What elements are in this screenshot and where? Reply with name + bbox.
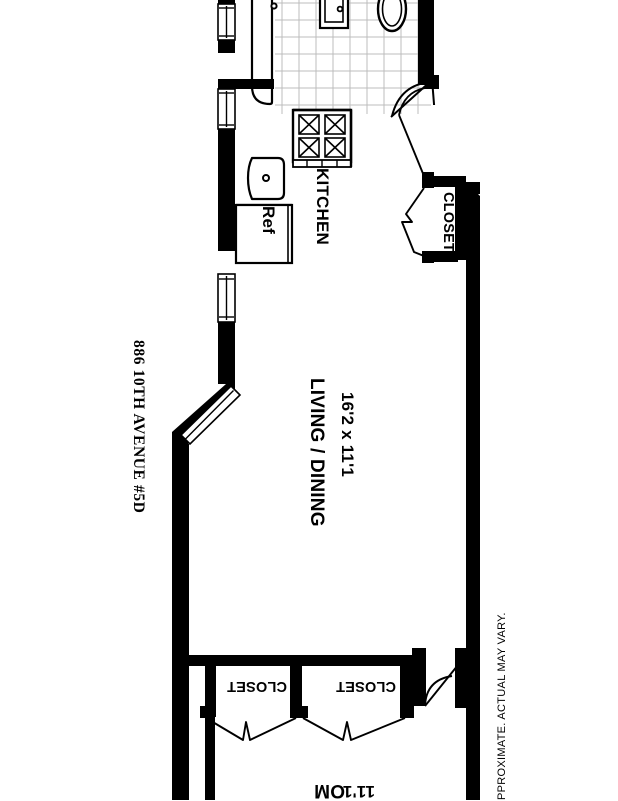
kitchen-counter-line [293, 108, 353, 167]
disclaimer-text: PPROXIMATE. ACTUAL MAY VARY. [496, 612, 508, 800]
stove-range-fixture [291, 108, 353, 168]
closet-label-bottom-left: CLOSET [226, 678, 287, 694]
closet-label-top: CLOSET [440, 192, 456, 253]
walls [172, 0, 480, 800]
room-label-living-dining: LIVING / DINING [306, 378, 327, 527]
closet-door-swing-top [401, 187, 425, 257]
room-dimensions-living-dining: 16'2 x 11'1 [338, 392, 357, 477]
kitchen-sink-fixture [236, 152, 292, 207]
bathtub-fixture [250, 0, 278, 108]
closet-door-swing-bottom-2 [302, 717, 406, 741]
page-title: 886 10TH AVENUE #5D [130, 340, 147, 514]
entry-door-swing [398, 87, 426, 177]
room-dimensions-bedroom: 11'1 [342, 782, 375, 801]
bedroom-door-swing [424, 659, 463, 707]
window-upper-1 [217, 3, 236, 41]
window-bay-angled [179, 384, 242, 446]
room-label-bedroom: OM [313, 780, 345, 801]
window-upper-2 [217, 88, 236, 130]
room-label-kitchen: KITCHEN [313, 168, 332, 245]
refrigerator-fixture [234, 203, 294, 265]
closet-door-swing-bottom-1 [205, 717, 297, 741]
window-mid-left [217, 273, 236, 323]
bathroom-sink-fixture [318, 0, 350, 30]
fixture-label-refrigerator: Ref [259, 206, 278, 234]
toilet-fixture [376, 0, 408, 33]
closet-label-bottom-right: CLOSET [335, 678, 396, 694]
